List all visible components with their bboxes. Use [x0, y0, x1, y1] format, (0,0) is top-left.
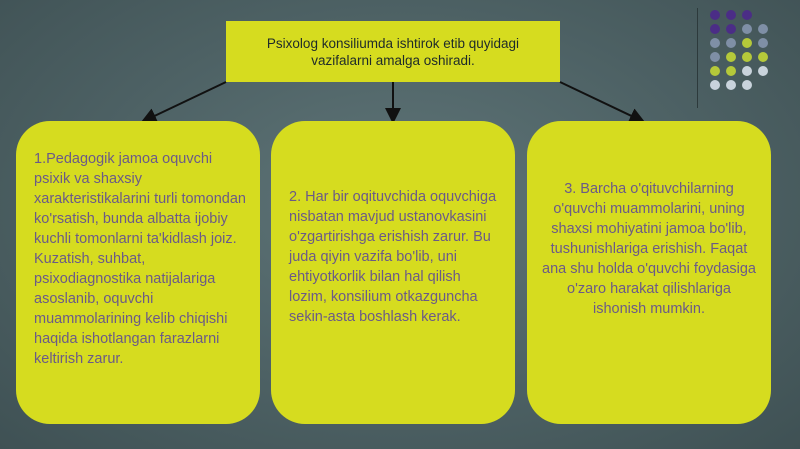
decor-dot — [710, 52, 720, 62]
decor-dot — [726, 10, 736, 20]
decor-dot — [742, 38, 752, 48]
header-box: Psixolog konsiliumda ishtirok etib quyid… — [226, 21, 560, 82]
decorative-dot-grid — [710, 10, 790, 96]
decor-dot — [742, 24, 752, 34]
arrow-to-card-1 — [140, 81, 227, 123]
decor-dot — [742, 66, 752, 76]
decor-dot — [726, 66, 736, 76]
decor-dot — [742, 52, 752, 62]
decor-dot — [710, 66, 720, 76]
decor-dot — [726, 38, 736, 48]
task-card-2-text: 2. Har bir oqituvchida oquvchiga nisbata… — [289, 189, 497, 325]
arrow-to-card-3 — [559, 81, 646, 123]
decor-dot — [726, 80, 736, 90]
decor-dot — [710, 80, 720, 90]
decor-dot — [710, 38, 720, 48]
decor-dot — [726, 24, 736, 34]
decor-dot — [758, 52, 768, 62]
header-line-2: vazifalarni amalga oshiradi. — [311, 52, 475, 68]
decor-dot — [742, 80, 752, 90]
decor-dot — [710, 10, 720, 20]
decor-dot — [726, 52, 736, 62]
header-line-1: Psixolog konsiliumda ishtirok etib quyid… — [266, 35, 520, 51]
decor-dot — [758, 66, 768, 76]
decor-dot — [742, 10, 752, 20]
task-card-3: 3. Barcha o'qituvchilarning o'quvchi mua… — [527, 121, 771, 424]
decor-dot — [758, 38, 768, 48]
decor-dot — [710, 24, 720, 34]
decorative-divider-line — [697, 8, 698, 108]
header-text: Psixolog konsiliumda ishtirok etib quyid… — [267, 35, 519, 69]
task-card-1-text: 1.Pedagogik jamoa oquvchi psixik va shax… — [34, 151, 246, 367]
decor-dot — [758, 24, 768, 34]
task-card-3-text: 3. Barcha o'qituvchilarning o'quvchi mua… — [542, 181, 756, 317]
task-card-1: 1.Pedagogik jamoa oquvchi psixik va shax… — [16, 121, 260, 424]
task-card-2: 2. Har bir oqituvchida oquvchiga nisbata… — [271, 121, 515, 424]
